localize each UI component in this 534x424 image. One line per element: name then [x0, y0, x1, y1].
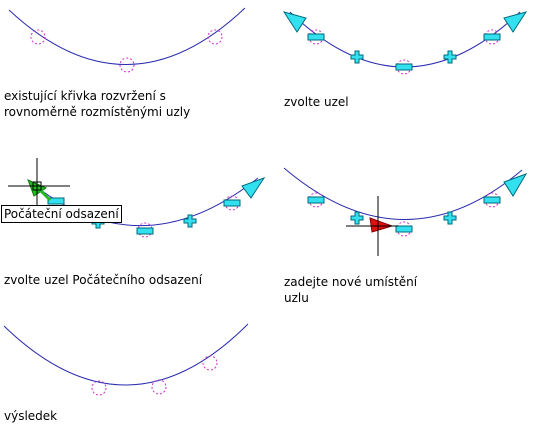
- crosshair-cursor-icon: [346, 196, 398, 256]
- add-plus-grip-icon[interactable]: [443, 50, 457, 64]
- end-triangle-grip-icon[interactable]: [282, 11, 307, 33]
- offset-rectangle-grip-icon[interactable]: [136, 227, 154, 235]
- node-circle-icon: [91, 380, 107, 396]
- offset-rectangle-grip-icon[interactable]: [47, 197, 65, 205]
- caption-new-location-line2: uzlu: [284, 291, 309, 305]
- node-circle-icon: [202, 355, 218, 371]
- panel-result: [3, 323, 249, 396]
- node-circle-icon: [119, 57, 135, 73]
- node-circle-icon: [207, 29, 223, 45]
- offset-rectangle-grip-icon[interactable]: [307, 33, 325, 41]
- caption-new-location-line1: zadejte nové umístění: [284, 275, 418, 289]
- panel-new-node-location: [283, 167, 528, 256]
- add-plus-grip-icon[interactable]: [350, 211, 364, 225]
- offset-rectangle-grip-icon[interactable]: [395, 63, 413, 71]
- offset-rectangle-grip-icon[interactable]: [395, 225, 413, 233]
- add-plus-grip-icon[interactable]: [443, 211, 457, 225]
- layout-curve: [283, 167, 523, 220]
- add-plus-grip-icon[interactable]: [350, 50, 364, 64]
- offset-rectangle-grip-icon[interactable]: [483, 33, 501, 41]
- offset-rectangle-grip-icon[interactable]: [483, 196, 501, 204]
- caption-existing-curve-line2: rovnoměrně rozmístěnými uzly: [4, 105, 191, 119]
- panel-existing-curve: [8, 7, 246, 73]
- add-plus-grip-icon[interactable]: [183, 214, 197, 228]
- caption-select-start-offset: zvolte uzel Počátečního odsazení: [4, 273, 203, 287]
- offset-rectangle-grip-icon[interactable]: [307, 196, 325, 204]
- layout-curve: [3, 323, 249, 386]
- node-circle-icon: [30, 29, 46, 45]
- node-circle-icon: [151, 379, 167, 395]
- caption-select-node: zvolte uzel: [284, 95, 349, 109]
- end-triangle-grip-icon[interactable]: [503, 11, 528, 33]
- end-triangle-grip-icon[interactable]: [241, 177, 266, 199]
- panel-select-start-offset: [8, 158, 266, 238]
- crosshair-cursor-icon: [8, 158, 70, 214]
- caption-result: výsledek: [4, 409, 58, 423]
- moving-grip-icon[interactable]: [369, 217, 394, 233]
- selected-grip-leader: [38, 188, 52, 202]
- panel-select-node: [282, 11, 528, 75]
- caption-existing-curve-line1: existující křivka rozvržení s: [4, 89, 166, 103]
- start-offset-tooltip: Počáteční odsazení: [1, 205, 122, 223]
- end-triangle-grip-icon[interactable]: [503, 173, 528, 197]
- offset-rectangle-grip-icon[interactable]: [223, 199, 241, 207]
- layout-curve: [8, 7, 246, 65]
